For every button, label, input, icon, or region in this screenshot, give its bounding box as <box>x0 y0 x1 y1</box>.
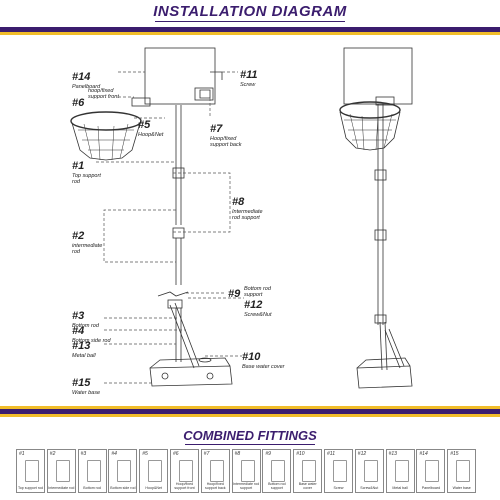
fitting-name: Hoop/fixed support front <box>174 482 195 491</box>
fitting-number: #11 <box>327 451 335 457</box>
fitting-part-icon <box>25 460 39 482</box>
page-title: INSTALLATION DIAGRAM <box>153 3 347 20</box>
fitting-part-icon <box>394 460 409 482</box>
fitting-part-icon <box>271 460 286 482</box>
fitting-number: #6 <box>173 451 179 457</box>
fitting-number: #4 <box>111 451 117 457</box>
hoop-support-front-shape <box>131 97 151 107</box>
fitting-number: #14 <box>419 451 428 457</box>
fitting-name: Bottom rod <box>83 486 101 491</box>
fitting-name: Bottom side rod <box>110 486 136 491</box>
fitting-name: Screw&Nut <box>360 486 379 491</box>
fitting-number: #2 <box>49 451 56 457</box>
label-p9: #9 Bottom rod support <box>228 286 271 300</box>
callout-2 <box>103 209 176 263</box>
fittings-purple-stripe <box>0 409 500 414</box>
title-underline <box>155 21 345 22</box>
fitting-number: #9 <box>265 451 271 457</box>
fitting-number: #13 <box>388 451 397 457</box>
header-purple-stripe <box>0 27 500 32</box>
fittings-gold-stripe <box>0 406 500 409</box>
fitting-name: Panelboard <box>421 486 441 491</box>
fitting-name: Screw <box>333 486 344 491</box>
fitting-number: #3 <box>80 451 87 457</box>
fitting-part-icon <box>86 460 101 482</box>
fitting-name: Water base <box>452 486 471 491</box>
panelboard-right <box>343 47 413 105</box>
panelboard-shape <box>144 47 216 105</box>
fitting-part-icon <box>148 460 163 482</box>
callout-8 <box>173 172 231 233</box>
fitting-name: Bottom rod support <box>268 482 286 491</box>
fitting-part-icon <box>363 460 378 482</box>
fitting-name: Hoop&Net <box>145 486 162 491</box>
fitting-part-icon <box>209 460 224 482</box>
fitting-name: Intermediate rod support <box>233 482 260 491</box>
fitting-name: Intermediate rod <box>48 486 75 491</box>
fittings-title-underline <box>185 444 315 445</box>
fitting-name: Hoop/fixed support back <box>205 482 226 491</box>
fitting-part-icon <box>55 460 70 482</box>
fitting-number: #12 <box>357 451 367 457</box>
fitting-part-icon <box>333 460 347 482</box>
header-gold-stripe <box>0 32 500 35</box>
fitting-number: #8 <box>234 451 241 457</box>
fitting-number: #7 <box>203 451 210 457</box>
fitting-number: #1 <box>19 451 25 457</box>
fitting-part-icon <box>456 460 471 482</box>
fitting-name: Top support rod <box>18 486 43 491</box>
fitting-number: #10 <box>296 451 305 457</box>
fitting-part-icon <box>302 460 317 482</box>
fitting-number: #5 <box>142 451 148 457</box>
hoop-ring-left <box>70 111 142 131</box>
fittings-gold-stripe-2 <box>0 414 500 417</box>
fitting-name: Base water cover <box>298 482 317 491</box>
fitting-name: Metal ball <box>392 486 408 491</box>
base-water-cover-shape <box>198 357 212 363</box>
fitting-part-icon <box>179 460 193 482</box>
water-base-right <box>356 365 413 389</box>
screw-shape <box>199 71 223 99</box>
fitting-number: #15 <box>450 451 459 457</box>
fittings-title: COMBINED FITTINGS <box>183 428 317 443</box>
fitting-part-icon <box>425 460 440 482</box>
fitting-part-icon <box>117 460 132 482</box>
net-outline-left <box>71 122 141 161</box>
water-base-shape <box>149 365 233 387</box>
net-outline-right <box>339 111 401 151</box>
fitting-part-icon <box>240 460 255 482</box>
